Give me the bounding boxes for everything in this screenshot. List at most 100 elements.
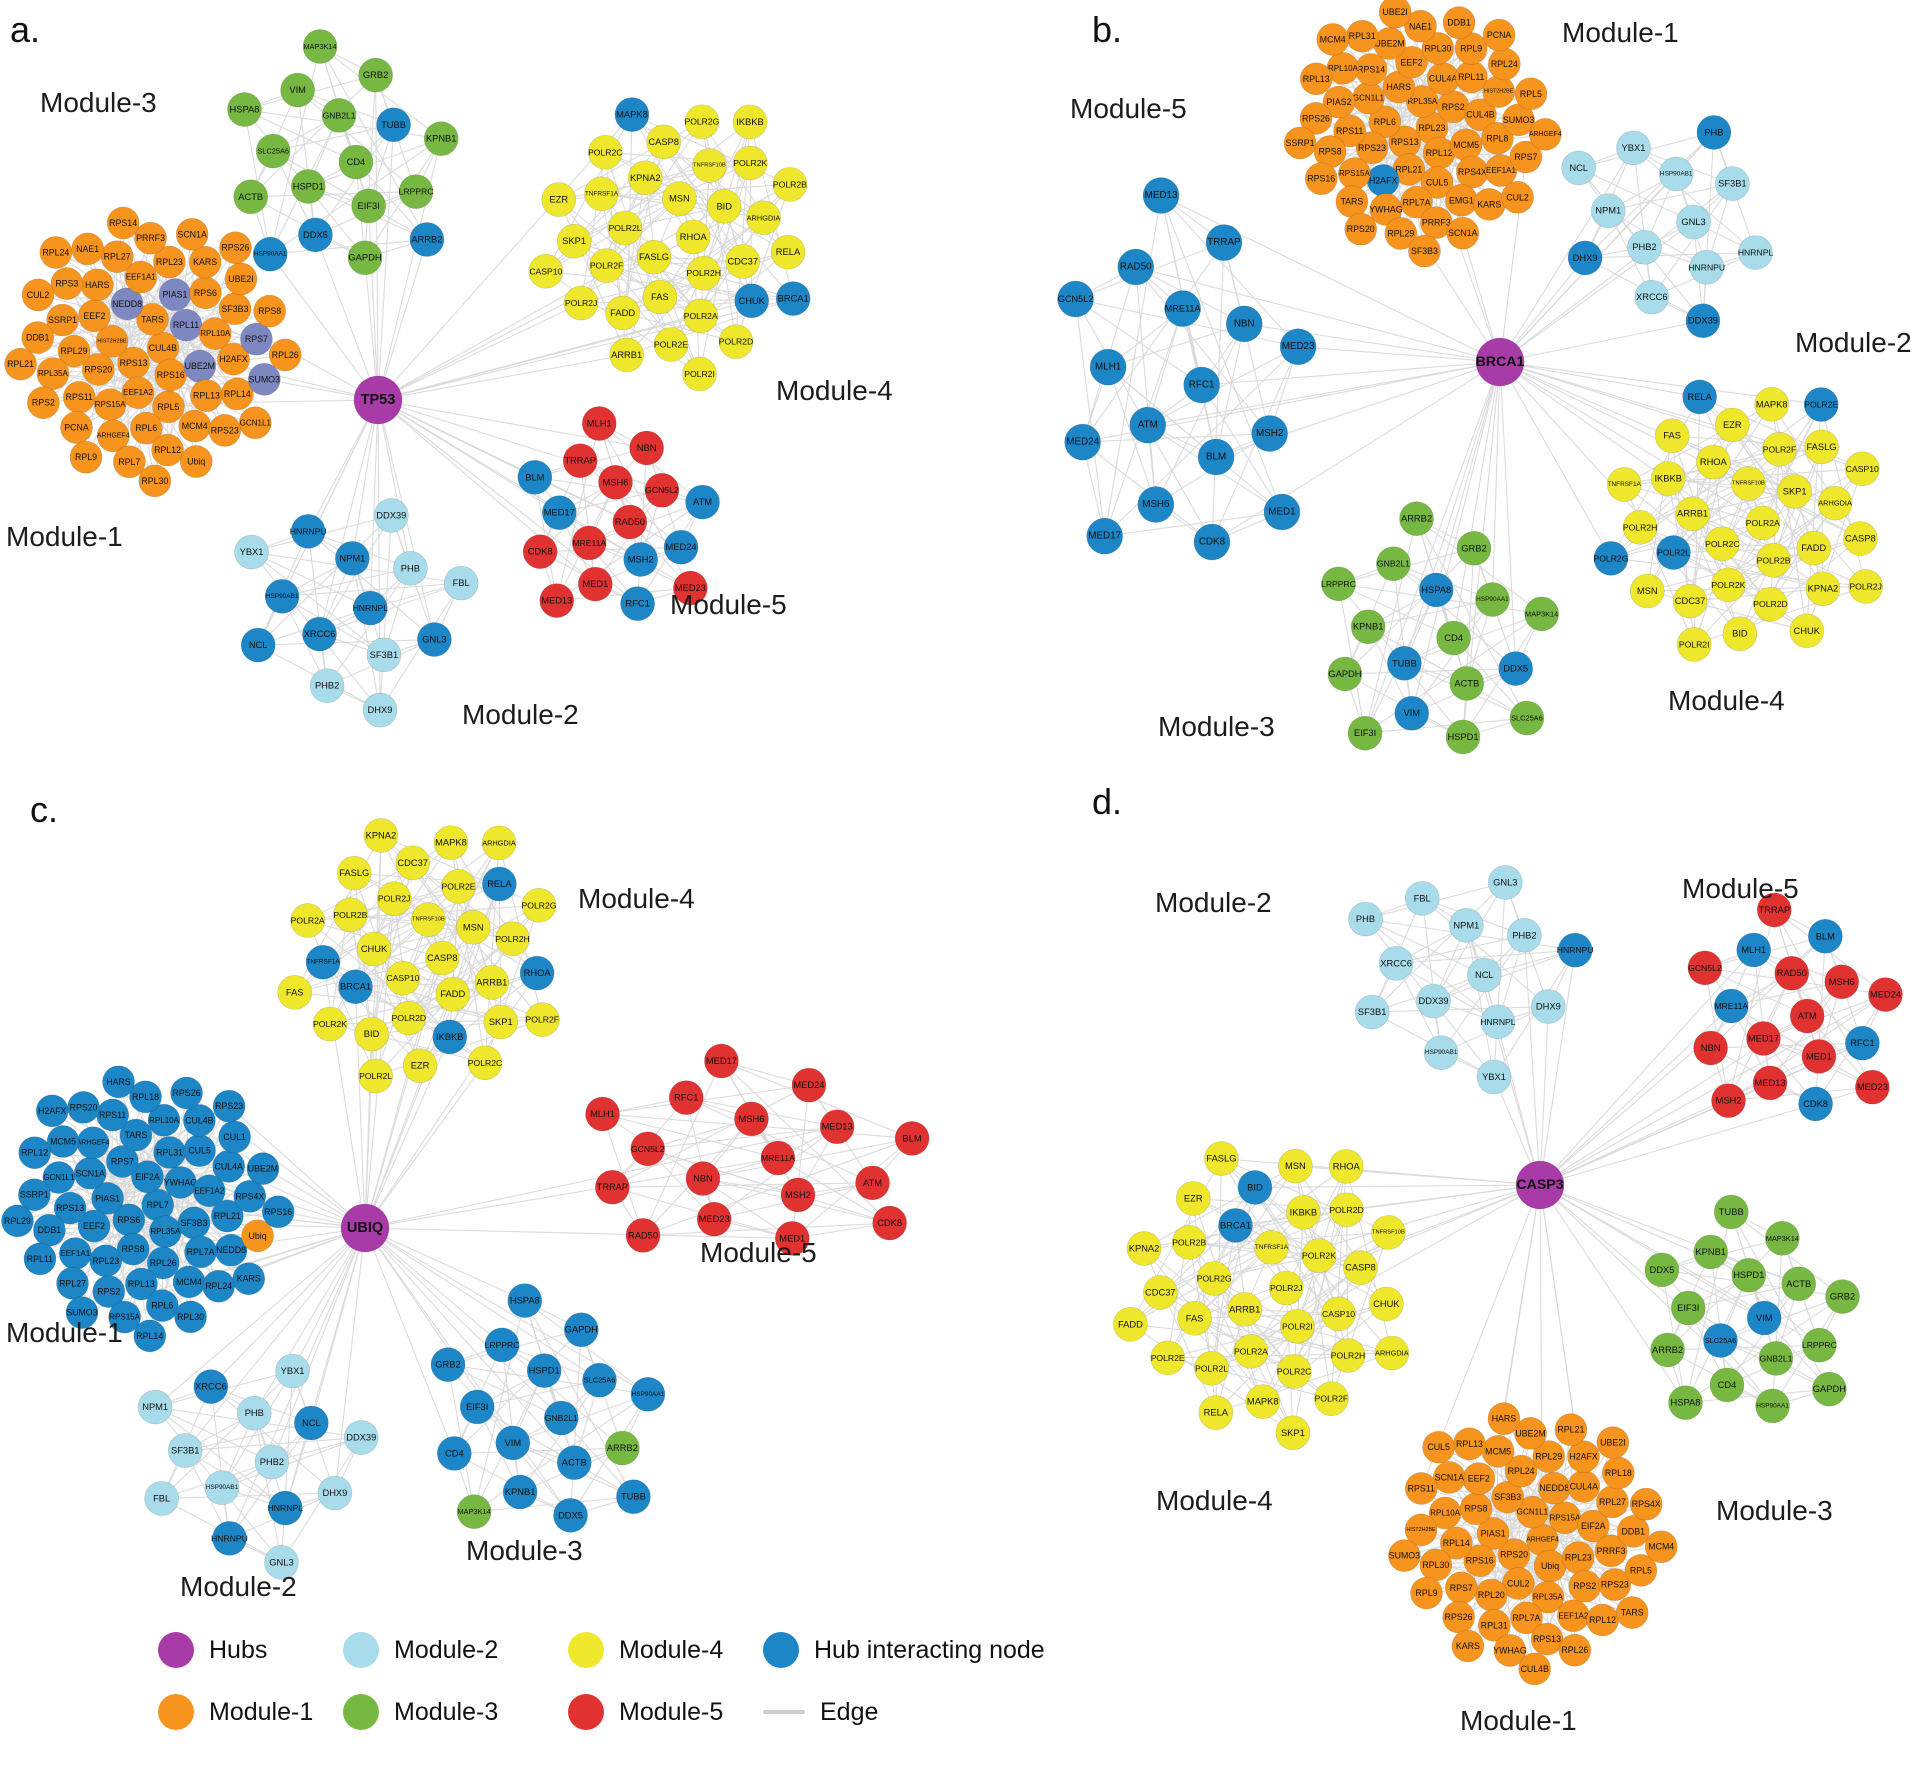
hub-swatch-icon — [158, 1632, 194, 1668]
node-fadd — [605, 295, 640, 331]
node-phb2 — [1627, 229, 1662, 265]
node-ywhag — [1493, 1634, 1527, 1667]
node-rpl21 — [210, 1199, 244, 1233]
node-gcn5l2 — [1687, 950, 1723, 986]
node-rpl5 — [1514, 77, 1548, 111]
node-phb2 — [1507, 918, 1542, 953]
node-casp10 — [1845, 451, 1880, 487]
node-rps4x — [233, 1180, 267, 1213]
legend-item-module-2: Module-2 — [343, 1632, 568, 1668]
node-msh2 — [1251, 415, 1288, 452]
node-mcm4 — [1644, 1530, 1678, 1564]
node-cul4a — [1426, 62, 1460, 95]
node-med1 — [774, 1221, 810, 1256]
node-cdc37 — [1143, 1275, 1178, 1310]
node-rps20 — [81, 353, 115, 386]
node-chuk — [1369, 1286, 1404, 1322]
node-kars — [188, 245, 222, 279]
node-nbn — [1225, 305, 1263, 343]
node-npm1 — [1590, 193, 1626, 229]
node-dhx9 — [1567, 240, 1603, 276]
node-arhgef4 — [96, 419, 130, 453]
node-fadd — [435, 976, 471, 1012]
node-tnfrsf10b — [1371, 1215, 1406, 1250]
legend-label: Hub interacting node — [814, 1635, 1045, 1664]
node-atm — [685, 484, 720, 520]
node-brca1 — [1218, 1208, 1253, 1243]
module-label-module-4: Module-4 — [776, 375, 893, 406]
node-brca1 — [775, 281, 811, 316]
node-gcn5l2 — [1057, 280, 1094, 318]
node-rps23 — [1355, 131, 1389, 165]
node-polr2j — [376, 881, 412, 917]
node-med17 — [704, 1043, 739, 1079]
node-arrb1 — [474, 965, 510, 1000]
node-fbl — [144, 1481, 179, 1516]
node-rpl12 — [151, 433, 184, 467]
module-label-module-2: Module-2 — [462, 699, 579, 730]
node-eif3i — [1670, 1290, 1706, 1326]
node-ddb1 — [21, 321, 55, 354]
node-msh2 — [780, 1177, 816, 1213]
node-rps11 — [1405, 1472, 1438, 1505]
node-tubb — [1387, 645, 1422, 681]
node-ssrp1 — [46, 303, 79, 337]
node-rps26 — [219, 231, 252, 265]
node-phb — [1696, 115, 1732, 150]
node-polr2a — [1745, 505, 1781, 541]
panel-a: CD4HSPD1GNB2L1EIF3ISLC25A6TUBBDDX5VIMLRP… — [4, 9, 893, 730]
node-rpl30 — [1419, 1548, 1453, 1582]
node-nae1 — [71, 232, 104, 266]
node-rpl7a — [1510, 1601, 1543, 1635]
module-label-module-1: Module-1 — [1562, 17, 1679, 48]
node-med13 — [1752, 1065, 1788, 1101]
node-ncl — [1561, 150, 1596, 186]
node-npm1 — [137, 1389, 173, 1425]
node-polr2b — [1756, 542, 1791, 578]
node-kars — [1451, 1629, 1485, 1663]
node-polr2e — [441, 869, 476, 904]
node-rps16 — [1463, 1544, 1497, 1578]
node-rps15a — [1548, 1501, 1582, 1535]
node-rela — [770, 234, 806, 270]
node-bid — [354, 1016, 389, 1052]
node-rps15a — [1338, 157, 1371, 190]
node-rpl23 — [1562, 1541, 1595, 1574]
node-rpl8 — [1481, 122, 1514, 155]
node-blm — [517, 459, 553, 495]
module-label-module-3: Module-3 — [1716, 1495, 1833, 1526]
node-rps8 — [1459, 1492, 1493, 1526]
node-polr2b — [333, 897, 368, 933]
node-rpl35a — [1531, 1580, 1565, 1614]
node-mre11a — [571, 525, 607, 561]
node-tars — [136, 303, 169, 336]
node-ddx39 — [343, 1420, 379, 1455]
module-label-module-4: Module-4 — [578, 883, 695, 914]
node-rela — [1198, 1395, 1234, 1430]
node-rps2 — [92, 1275, 126, 1308]
node-atm — [855, 1165, 890, 1201]
node-rad50 — [612, 504, 648, 540]
node-med1 — [1263, 493, 1301, 531]
module-label-module-5: Module-5 — [1682, 873, 1799, 904]
node-ddx5 — [1644, 1252, 1680, 1288]
node-rpl24 — [1504, 1454, 1538, 1488]
node-cul2 — [1501, 180, 1534, 214]
panel-letter: a. — [10, 9, 40, 50]
node-polr2e — [1150, 1340, 1185, 1376]
node-kpnb1 — [1693, 1234, 1729, 1270]
node-slc25a6 — [1509, 700, 1545, 736]
node-map3k14 — [1765, 1220, 1800, 1256]
node-pias1 — [91, 1182, 124, 1215]
node-cdc37 — [1672, 583, 1708, 619]
node-cul5 — [183, 1134, 216, 1167]
node-rpl21 — [1554, 1413, 1588, 1446]
module-label-module-1: Module-1 — [6, 1317, 123, 1348]
node-ddb1 — [1442, 6, 1476, 39]
node-dhx9 — [317, 1475, 353, 1511]
module-label-module-5: Module-5 — [670, 589, 787, 620]
node-hsp90aa1 — [252, 236, 288, 272]
node-hnrnpl — [1738, 235, 1773, 270]
node-polr2a — [683, 298, 719, 334]
node-kpnb1 — [423, 121, 459, 156]
